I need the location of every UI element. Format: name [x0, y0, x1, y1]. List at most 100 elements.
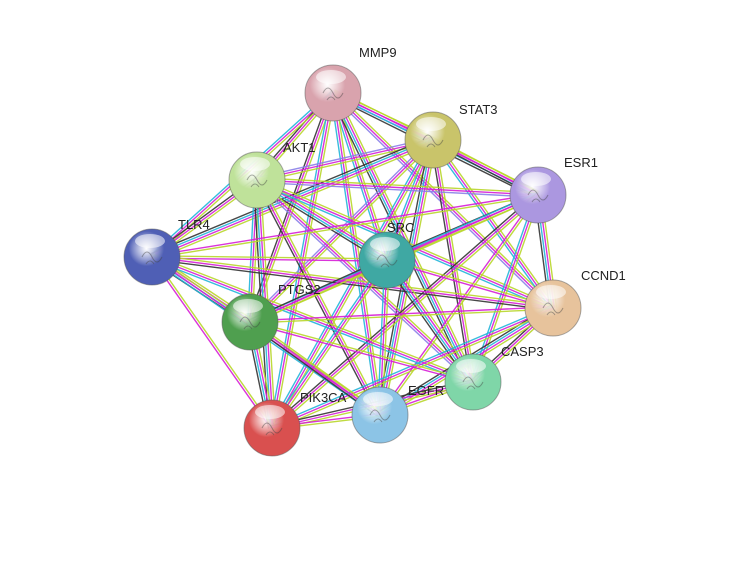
node-ptgs2[interactable]: PTGS2 [221, 282, 321, 351]
protein-structure-icon [542, 302, 564, 316]
edge-line-experiments [271, 194, 539, 429]
node-src[interactable]: SRC [358, 220, 416, 289]
edge-CCND1-PTGS2[interactable] [249, 306, 554, 324]
edge-line-experiments [378, 193, 538, 415]
edge-line-experiments [386, 260, 553, 310]
node-label: ESR1 [564, 155, 598, 170]
node-label: PIK3CA [300, 390, 347, 405]
node-label: CCND1 [581, 268, 626, 283]
edge-TLR4-SRC[interactable] [151, 255, 388, 262]
edge-TLR4-CCND1[interactable] [151, 254, 554, 311]
edge-line-databases [430, 140, 552, 310]
node-label: TLR4 [178, 217, 210, 232]
protein-structure-icon [239, 316, 261, 330]
edge-line-databases [269, 258, 386, 428]
edge-line-textmining [380, 195, 540, 417]
edge-line-experiments [151, 193, 538, 257]
node-pik3ca[interactable]: PIK3CA [243, 390, 347, 457]
edge-line-experiments [271, 307, 554, 429]
node-stat3[interactable]: STAT3 [404, 102, 498, 169]
node-akt1[interactable]: AKT1 [228, 140, 316, 209]
edge-line-textmining [152, 255, 274, 428]
node-highlight [316, 70, 346, 84]
node-highlight [240, 157, 270, 171]
protein-structure-icon [527, 189, 549, 203]
node-label: EGFR [408, 383, 444, 398]
protein-structure-icon [141, 251, 163, 265]
edge-line-textmining [251, 93, 336, 324]
edge-TLR4-PIK3CA[interactable] [150, 255, 274, 430]
edge-line-textmining [152, 254, 554, 307]
edge-line-textmining [152, 195, 539, 259]
edge-AKT1-ESR1[interactable] [256, 177, 539, 198]
edge-line-experiments [332, 92, 381, 416]
edge-line-experiments [256, 179, 474, 383]
node-label: MMP9 [359, 45, 397, 60]
edge-line-experiments [152, 140, 434, 259]
edge-line-experiments [151, 256, 474, 383]
node-label: AKT1 [283, 140, 316, 155]
protein-structure-icon [462, 376, 484, 390]
node-casp3[interactable]: CASP3 [444, 344, 544, 411]
node-highlight [233, 299, 263, 313]
node-highlight [255, 405, 285, 419]
node-label: STAT3 [459, 102, 498, 117]
protein-structure-icon [261, 422, 283, 436]
node-label: CASP3 [501, 344, 544, 359]
edge-line-textmining [250, 308, 554, 324]
edge-line-experiments [256, 179, 539, 196]
edge-line-textmining [434, 138, 556, 308]
node-egfr[interactable]: EGFR [351, 383, 444, 444]
edge-line-experiments [472, 194, 539, 383]
node-ccnd1[interactable]: CCND1 [524, 268, 626, 337]
node-mmp9[interactable]: MMP9 [304, 45, 397, 122]
edge-line-homology [256, 181, 538, 198]
edge-line-textmining [257, 177, 539, 194]
edge-line-textmining [335, 91, 477, 381]
node-highlight [521, 172, 551, 186]
edge-AKT1-EGFR[interactable] [254, 178, 383, 417]
edge-ESR1-TLR4[interactable] [151, 193, 539, 259]
edge-line-coexpression [151, 258, 553, 311]
node-highlight [536, 285, 566, 299]
edge-line-textmining [272, 309, 555, 431]
protein-structure-icon [322, 87, 344, 101]
edge-line-databases [330, 93, 379, 416]
edge-line-textmining [152, 255, 388, 260]
edge-line-textmining [258, 178, 383, 415]
node-label: SRC [387, 220, 414, 235]
protein-structure-icon [246, 174, 268, 188]
edge-MMP9-EGFR[interactable] [330, 92, 383, 416]
edge-line-databases [270, 305, 553, 427]
edge-SRC-CCND1[interactable] [386, 258, 554, 310]
node-tlr4[interactable]: TLR4 [123, 217, 210, 286]
edge-line-experiments [432, 139, 474, 383]
edge-STAT3-CCND1[interactable] [430, 138, 556, 310]
node-esr1[interactable]: ESR1 [509, 155, 598, 224]
edge-line-experiments [432, 139, 554, 309]
edge-CCND1-PIK3CA[interactable] [270, 305, 555, 431]
node-highlight [456, 359, 486, 373]
node-highlight [416, 117, 446, 131]
edge-line-homology [254, 181, 472, 385]
protein-structure-icon [369, 409, 391, 423]
edge-ESR1-EGFR[interactable] [378, 193, 540, 417]
edge-line-textmining [273, 93, 336, 429]
node-highlight [370, 237, 400, 251]
edge-line-textmining [250, 320, 474, 382]
node-highlight [363, 392, 393, 406]
edge-line-experiments [249, 306, 553, 322]
edge-line-textmining [251, 141, 436, 325]
edge-line-experiments [151, 257, 387, 262]
edge-PTGS2-CASP3[interactable] [249, 320, 474, 384]
edge-line-experiments [256, 139, 434, 181]
protein-structure-icon [376, 254, 398, 268]
edge-line-coexpression [270, 192, 537, 427]
edge-line-homology [256, 137, 433, 179]
node-highlight [135, 234, 165, 248]
edge-line-textmining [387, 258, 554, 308]
edge-line-experiments [150, 257, 272, 430]
